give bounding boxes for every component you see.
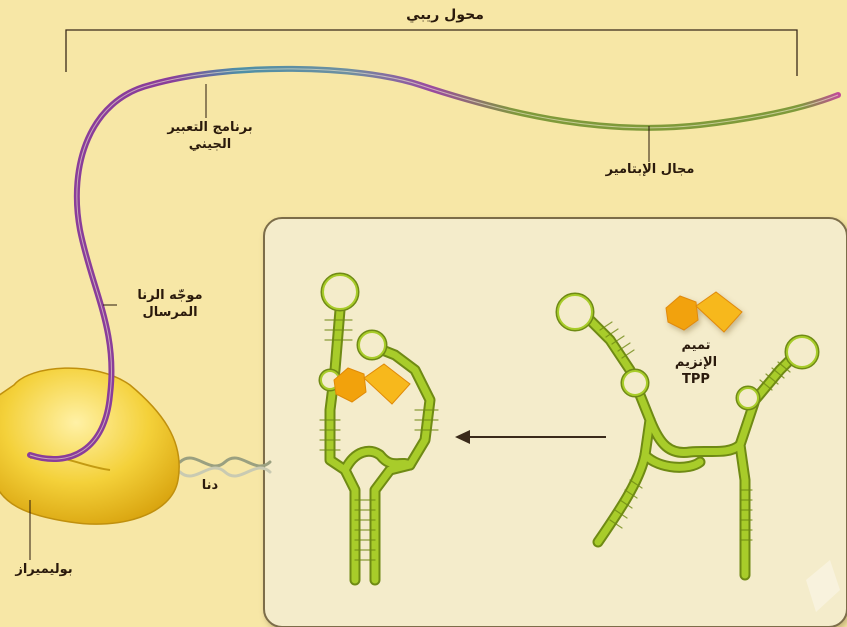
riboswitch-bracket-icon bbox=[66, 30, 797, 76]
gene-program-label: برنامج التعبير الجيني bbox=[150, 120, 270, 154]
mrna-label-line1: موجّه الرنا bbox=[120, 288, 220, 305]
tpp-cofactor-label-line1: تميم bbox=[658, 338, 734, 355]
aptamer-domain-label: مجال الإبتامير bbox=[595, 162, 705, 179]
gene-program-label-line2: الجيني bbox=[150, 137, 270, 154]
gene-program-label-line1: برنامج التعبير bbox=[150, 120, 270, 137]
mrna-label-line2: المرسال bbox=[120, 305, 220, 322]
tpp-cofactor-label: تميم الإنزيم TPP bbox=[658, 338, 734, 389]
tpp-cofactor-label-line3: TPP bbox=[658, 372, 734, 389]
mrna-label: موجّه الرنا المرسال bbox=[120, 288, 220, 322]
riboswitch-label: محول ريبي bbox=[400, 6, 490, 24]
polymerase-label: بوليميراز bbox=[4, 562, 84, 579]
dna-label: دنا bbox=[192, 478, 228, 495]
tpp-cofactor-label-line2: الإنزيم bbox=[658, 355, 734, 372]
